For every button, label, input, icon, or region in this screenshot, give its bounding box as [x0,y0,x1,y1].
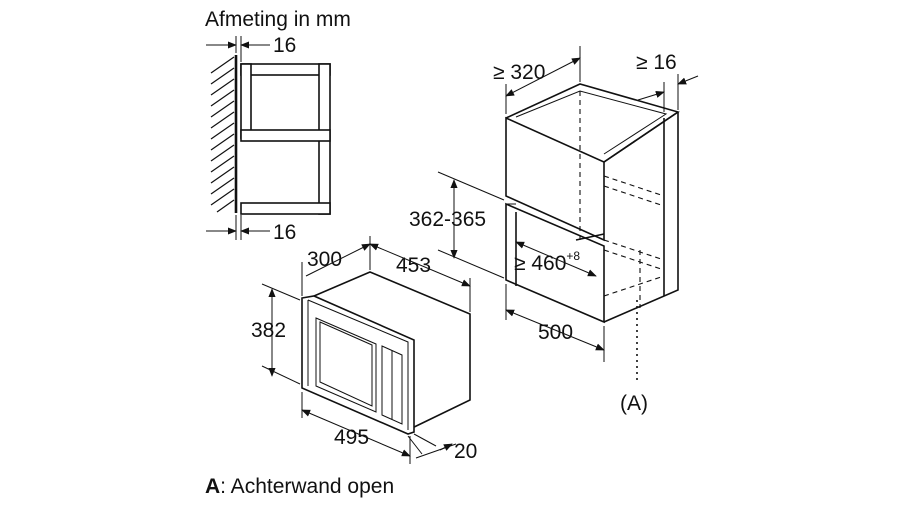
cabinet-min-side-label: ≥ 16 [636,51,677,74]
microwave-depth-label: 300 [307,248,342,271]
microwave-front-depth-label: 20 [454,440,477,463]
microwave-front-width-label: 495 [334,426,369,449]
legend-key: A [205,475,220,498]
microwave-drawing: 300 453 382 495 20 [251,236,477,464]
bottom-gap-label: 16 [273,221,296,244]
top-gap-label: 16 [273,34,296,57]
cabinet-drawing: ≥ 320 ≥ 16 362-365 ≥ 460+8 500 (A) [409,46,699,415]
wall-hatching [210,56,235,213]
microwave-width-label: 453 [396,254,431,277]
back-wall-callout-label: (A) [620,392,648,415]
cabinet-upper-front [505,116,605,242]
cabinet-side-outline [240,63,331,215]
diagram-title: Afmeting in mm [205,8,351,31]
microwave-height-label: 382 [251,319,286,342]
legend: A: Achterwand open [205,475,394,498]
cabinet-min-width-tolerance: +8 [566,249,580,263]
cabinet-niche-height-label: 362-365 [409,208,486,231]
cabinet-min-width-label: ≥ 460+8 [514,249,580,275]
side-view: 16 16 [206,34,331,244]
cabinet-min-width-value: ≥ 460 [514,252,566,275]
microwave-front-frame [301,295,415,435]
cabinet-min-depth-label: ≥ 320 [493,61,545,84]
cabinet-hidden-lines [579,91,665,308]
legend-text: : Achterwand open [220,475,394,498]
microwave-body [313,271,471,431]
cabinet-width-label: 500 [538,321,573,344]
